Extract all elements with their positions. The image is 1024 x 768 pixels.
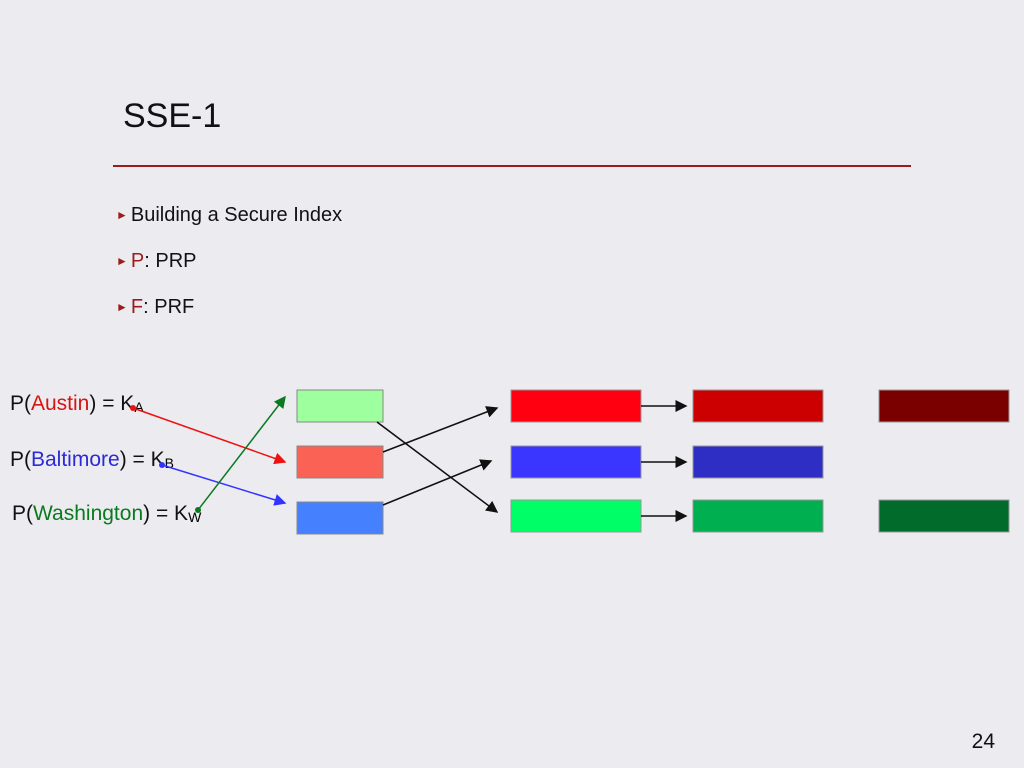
- bullet-arrow-icon: ►: [116, 254, 128, 268]
- key-box-light-blue: [296, 501, 384, 535]
- key-box-salmon: [296, 445, 384, 479]
- arrow-key-blue-to-node-blue: [382, 459, 493, 506]
- bullet-prf: ►F: PRF: [116, 296, 195, 318]
- page-number: 24: [971, 730, 995, 753]
- node-box-mid-green: [692, 499, 824, 533]
- baltimore-arrow: [161, 464, 287, 506]
- node-box-maroon: [878, 389, 1010, 423]
- key-box-light-green: [296, 389, 384, 423]
- austin-arrow: [132, 407, 287, 465]
- bullet-arrow-icon: ►: [116, 208, 128, 222]
- node-box-green: [510, 499, 642, 533]
- arrow-key-green-to-node-green: [376, 421, 499, 513]
- arrow-key-salmon-to-node-red: [382, 406, 499, 453]
- bullet-arrow-icon: ►: [116, 300, 128, 314]
- node-box-dark-blue: [692, 445, 824, 479]
- node-box-dark-red: [692, 389, 824, 423]
- expr-washington: P(Washington) = KW: [12, 502, 202, 525]
- node-box-red: [510, 389, 642, 423]
- washington-arrow: [197, 395, 286, 511]
- title-divider: [113, 165, 911, 167]
- bullet-prp: ►P: PRP: [116, 250, 197, 272]
- node-box-blue: [510, 445, 642, 479]
- bullet-building-index: ►Building a Secure Index: [116, 204, 343, 226]
- node-box-dark-green: [878, 499, 1010, 533]
- expr-austin: P(Austin) = KA: [10, 392, 144, 415]
- expr-baltimore: P(Baltimore) = KB: [10, 448, 174, 471]
- slide-title: SSE-1: [123, 97, 222, 135]
